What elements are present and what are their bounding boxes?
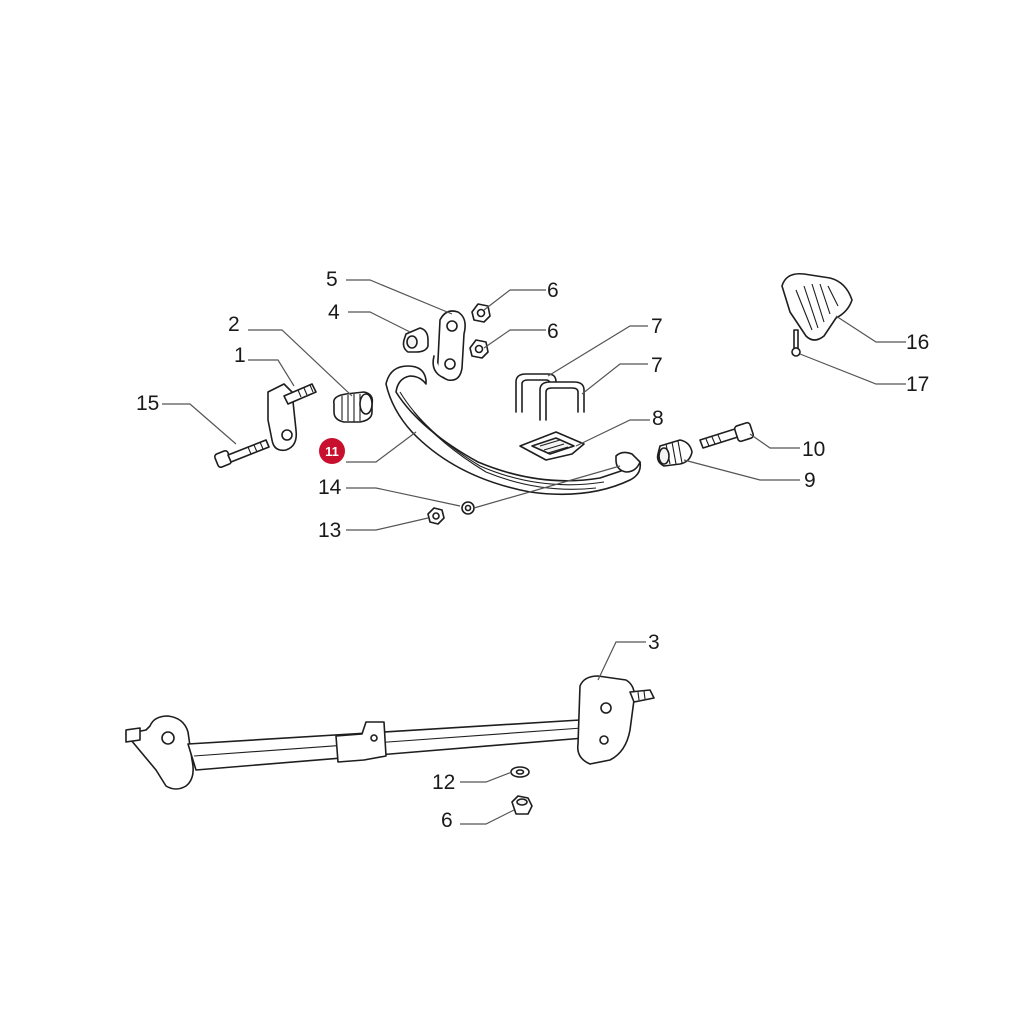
axle-beam-part-3[interactable] — [125, 675, 655, 790]
callout-11: 11 — [325, 444, 339, 459]
callout-8: 8 — [652, 407, 664, 430]
bolt-part-10[interactable] — [699, 421, 755, 449]
hanger-bracket-part-1[interactable] — [267, 383, 317, 452]
callout-6b: 6 — [547, 320, 559, 343]
callout-6c: 6 — [441, 809, 453, 832]
bolt-part-15[interactable] — [213, 439, 270, 469]
callout-17: 17 — [906, 373, 929, 396]
callout-14: 14 — [318, 476, 342, 499]
callout-2: 2 — [228, 313, 240, 336]
bolt-part-17[interactable] — [791, 329, 801, 357]
bushing-part-9[interactable] — [656, 439, 693, 467]
u-bolt-part-7b[interactable] — [539, 381, 585, 421]
highlight-badge — [319, 438, 345, 464]
callout-13: 13 — [318, 519, 341, 542]
shackle-plate-part-5[interactable] — [432, 310, 466, 382]
nut-part-6b[interactable] — [469, 339, 489, 359]
callout-11-highlight[interactable]: 11 — [319, 438, 345, 464]
leaf-spring-part-11[interactable] — [385, 365, 642, 496]
callout-15: 15 — [136, 392, 159, 415]
callout-7b: 7 — [651, 354, 663, 377]
nut-part-6c[interactable] — [511, 795, 533, 815]
bushing-part-4[interactable] — [402, 327, 429, 353]
washer-part-14[interactable] — [461, 501, 475, 515]
washer-part-12[interactable] — [510, 766, 530, 778]
nut-part-13[interactable] — [427, 507, 445, 525]
callout-12: 12 — [432, 771, 455, 794]
callout-10: 10 — [802, 438, 825, 461]
nut-part-6a[interactable] — [471, 303, 491, 323]
callout-7a: 7 — [651, 315, 663, 338]
callout-4: 4 — [328, 301, 340, 324]
callout-16: 16 — [906, 331, 929, 354]
saddle-pad-part-8[interactable] — [519, 431, 585, 461]
callout-1: 1 — [234, 344, 246, 367]
callout-labels: 1 2 3 4 5 6 6 6 7 7 8 9 10 12 13 14 15 1… — [136, 268, 929, 832]
leader-lines — [162, 279, 906, 825]
callout-6a: 6 — [547, 279, 559, 302]
callout-3: 3 — [648, 631, 660, 654]
callout-5: 5 — [326, 268, 338, 291]
bump-stop-part-16[interactable] — [781, 272, 853, 341]
bushing-part-2[interactable] — [332, 391, 374, 423]
callout-9: 9 — [804, 469, 816, 492]
